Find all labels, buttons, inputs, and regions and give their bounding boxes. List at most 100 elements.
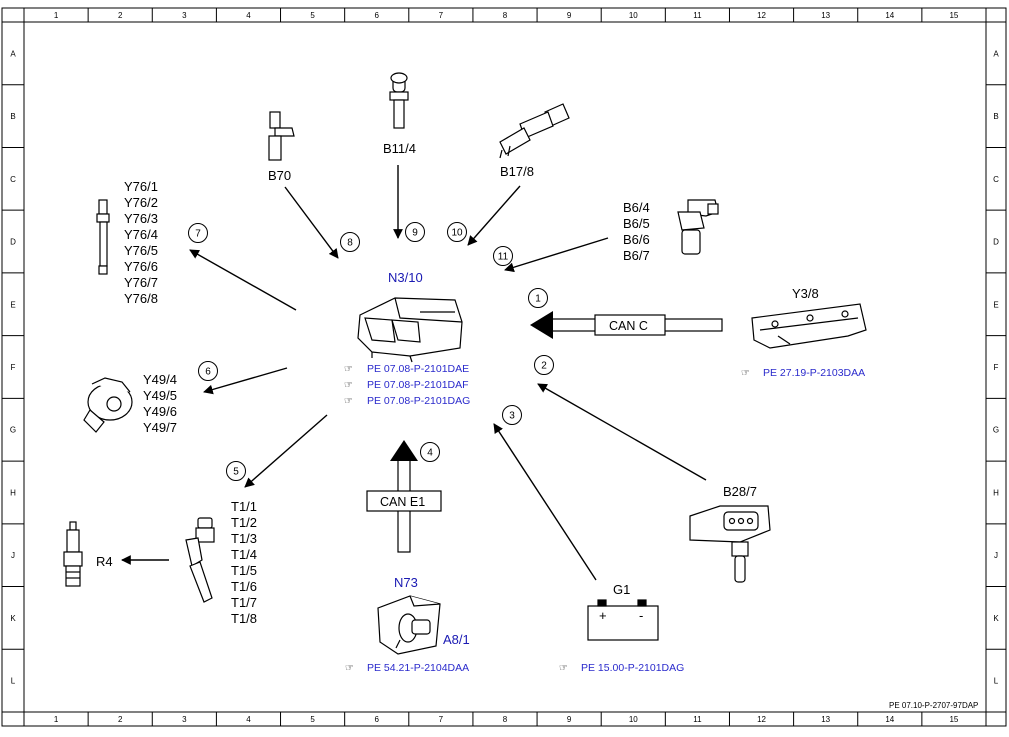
y49-label-2: Y49/5 bbox=[143, 388, 177, 403]
t1-label-8: T1/8 bbox=[231, 611, 257, 626]
y3-8-ref[interactable]: PE 27.19-P-2103DAA bbox=[763, 367, 865, 379]
callout-circle bbox=[528, 288, 548, 308]
column-label: 14 bbox=[885, 11, 894, 20]
column-label: 12 bbox=[757, 11, 766, 20]
ecu-label: N3/10 bbox=[388, 270, 423, 285]
r4-label: R4 bbox=[96, 554, 113, 569]
injector-icon bbox=[96, 199, 110, 275]
column-label: 13 bbox=[821, 11, 830, 20]
ecu-icon bbox=[357, 297, 463, 363]
column-label: 4 bbox=[246, 11, 251, 20]
callout-circle bbox=[502, 405, 522, 425]
sensor-b11-4: B11/4 bbox=[383, 72, 416, 239]
y49-label-1: Y49/4 bbox=[143, 372, 177, 387]
column-label: 1 bbox=[54, 715, 59, 724]
column-label: 7 bbox=[439, 11, 444, 20]
callout-number: 1 bbox=[535, 294, 541, 305]
ecu-n3-10: N3/10 ☞ PE 07.08-P-2101DAE ☞ PE 07.08-P-… bbox=[344, 270, 470, 407]
column-label: 15 bbox=[949, 11, 958, 20]
callout-5: 5 bbox=[226, 461, 246, 481]
callout-circle bbox=[447, 222, 467, 242]
outer-frame bbox=[1, 7, 1007, 727]
row-label: L bbox=[994, 677, 999, 686]
row-label: L bbox=[11, 677, 16, 686]
y76-label-8: Y76/8 bbox=[124, 291, 158, 306]
a8-1-label: A8/1 bbox=[443, 632, 470, 647]
t1-label-6: T1/6 bbox=[231, 579, 257, 594]
callout-circle bbox=[493, 246, 513, 266]
column-grid: 1122334455667788991010111112121313141415… bbox=[54, 8, 959, 726]
actuator-y49-group: Y49/4 Y49/5 Y49/6 Y49/7 bbox=[83, 367, 288, 435]
callout-7: 7 bbox=[188, 223, 208, 243]
transmission-controller-y3-8: Y3/8 ☞ PE 27.19-P-2103DAA bbox=[741, 286, 867, 379]
ignition-coil-icon bbox=[185, 517, 215, 603]
b6-label-4: B6/7 bbox=[623, 248, 650, 263]
row-label: H bbox=[10, 488, 16, 497]
callout-number: 3 bbox=[509, 411, 515, 422]
row-label: B bbox=[993, 112, 998, 121]
column-label: 11 bbox=[693, 11, 702, 20]
callout-9: 9 bbox=[405, 222, 425, 242]
n73-ref[interactable]: PE 54.21-P-2104DAA bbox=[367, 662, 469, 674]
coolant-sensor-icon bbox=[389, 72, 409, 129]
column-label: 9 bbox=[567, 11, 572, 20]
can-c-bus: CAN C bbox=[530, 311, 723, 339]
spark-plug-icon bbox=[63, 521, 83, 587]
y3-8-label: Y3/8 bbox=[792, 286, 819, 301]
ecu-ref-2[interactable]: PE 07.08-P-2101DAF bbox=[367, 379, 469, 391]
callout-number: 11 bbox=[498, 252, 509, 263]
row-label: E bbox=[993, 300, 998, 309]
ecu-ref-1[interactable]: PE 07.08-P-2101DAE bbox=[367, 363, 469, 375]
column-label: 2 bbox=[118, 715, 123, 724]
b6-label-2: B6/5 bbox=[623, 216, 650, 231]
column-label: 13 bbox=[821, 715, 830, 724]
transmission-plate-icon bbox=[751, 303, 867, 349]
callout-4: 4 bbox=[420, 442, 440, 462]
row-label: C bbox=[10, 175, 16, 184]
y76-label-7: Y76/7 bbox=[124, 275, 158, 290]
callout-number: 9 bbox=[412, 228, 418, 239]
b28-7-label: B28/7 bbox=[723, 484, 757, 499]
camshaft-sensor-icon bbox=[677, 199, 719, 255]
row-label: K bbox=[993, 614, 999, 623]
b6-label-3: B6/6 bbox=[623, 232, 650, 247]
callout-number: 5 bbox=[233, 467, 239, 478]
book-icon: ☞ bbox=[559, 663, 568, 674]
column-label: 4 bbox=[246, 715, 251, 724]
callout-number: 8 bbox=[347, 238, 353, 249]
callout-number: 4 bbox=[427, 448, 433, 459]
callout-6: 6 bbox=[198, 361, 218, 381]
row-label: J bbox=[11, 551, 15, 560]
callout-circle bbox=[226, 461, 246, 481]
column-label: 11 bbox=[693, 715, 702, 724]
row-label: K bbox=[10, 614, 16, 623]
battery-plus: + bbox=[599, 608, 607, 623]
ignition-coil-t1-group: T1/1 T1/2 T1/3 T1/4 T1/5 T1/6 T1/7 T1/8 bbox=[185, 414, 328, 626]
callout-circle bbox=[340, 232, 360, 252]
column-label: 15 bbox=[949, 715, 958, 724]
injector-y76-group: Y76/1 Y76/2 Y76/3 Y76/4 Y76/5 Y76/6 Y76/… bbox=[96, 179, 297, 311]
ignition-switch-n73: N73 A8/1 ☞ PE 54.21-P-2104DAA bbox=[345, 575, 470, 674]
t1-label-2: T1/2 bbox=[231, 515, 257, 530]
y76-label-4: Y76/4 bbox=[124, 227, 158, 242]
row-label: A bbox=[993, 49, 999, 58]
crankshaft-sensor-icon bbox=[268, 111, 295, 161]
can-c-label: CAN C bbox=[609, 319, 648, 333]
can-e1-label: CAN E1 bbox=[380, 495, 425, 509]
column-label: 14 bbox=[885, 715, 894, 724]
row-label: D bbox=[10, 238, 16, 247]
spark-plug-r4: R4 bbox=[63, 521, 169, 587]
y76-label-2: Y76/2 bbox=[124, 195, 158, 210]
column-label: 3 bbox=[182, 11, 187, 20]
callout-number: 10 bbox=[451, 228, 463, 239]
ecu-ref-3[interactable]: PE 07.08-P-2101DAG bbox=[367, 395, 470, 407]
camshaft-adjuster-icon bbox=[83, 377, 133, 433]
document-code: PE 07.10-P-2707-97DAP bbox=[889, 701, 978, 710]
column-label: 6 bbox=[375, 11, 380, 20]
y76-label-3: Y76/3 bbox=[124, 211, 158, 226]
g1-ref[interactable]: PE 15.00-P-2101DAG bbox=[581, 662, 684, 674]
n73-label: N73 bbox=[394, 575, 418, 590]
row-label: F bbox=[994, 363, 999, 372]
